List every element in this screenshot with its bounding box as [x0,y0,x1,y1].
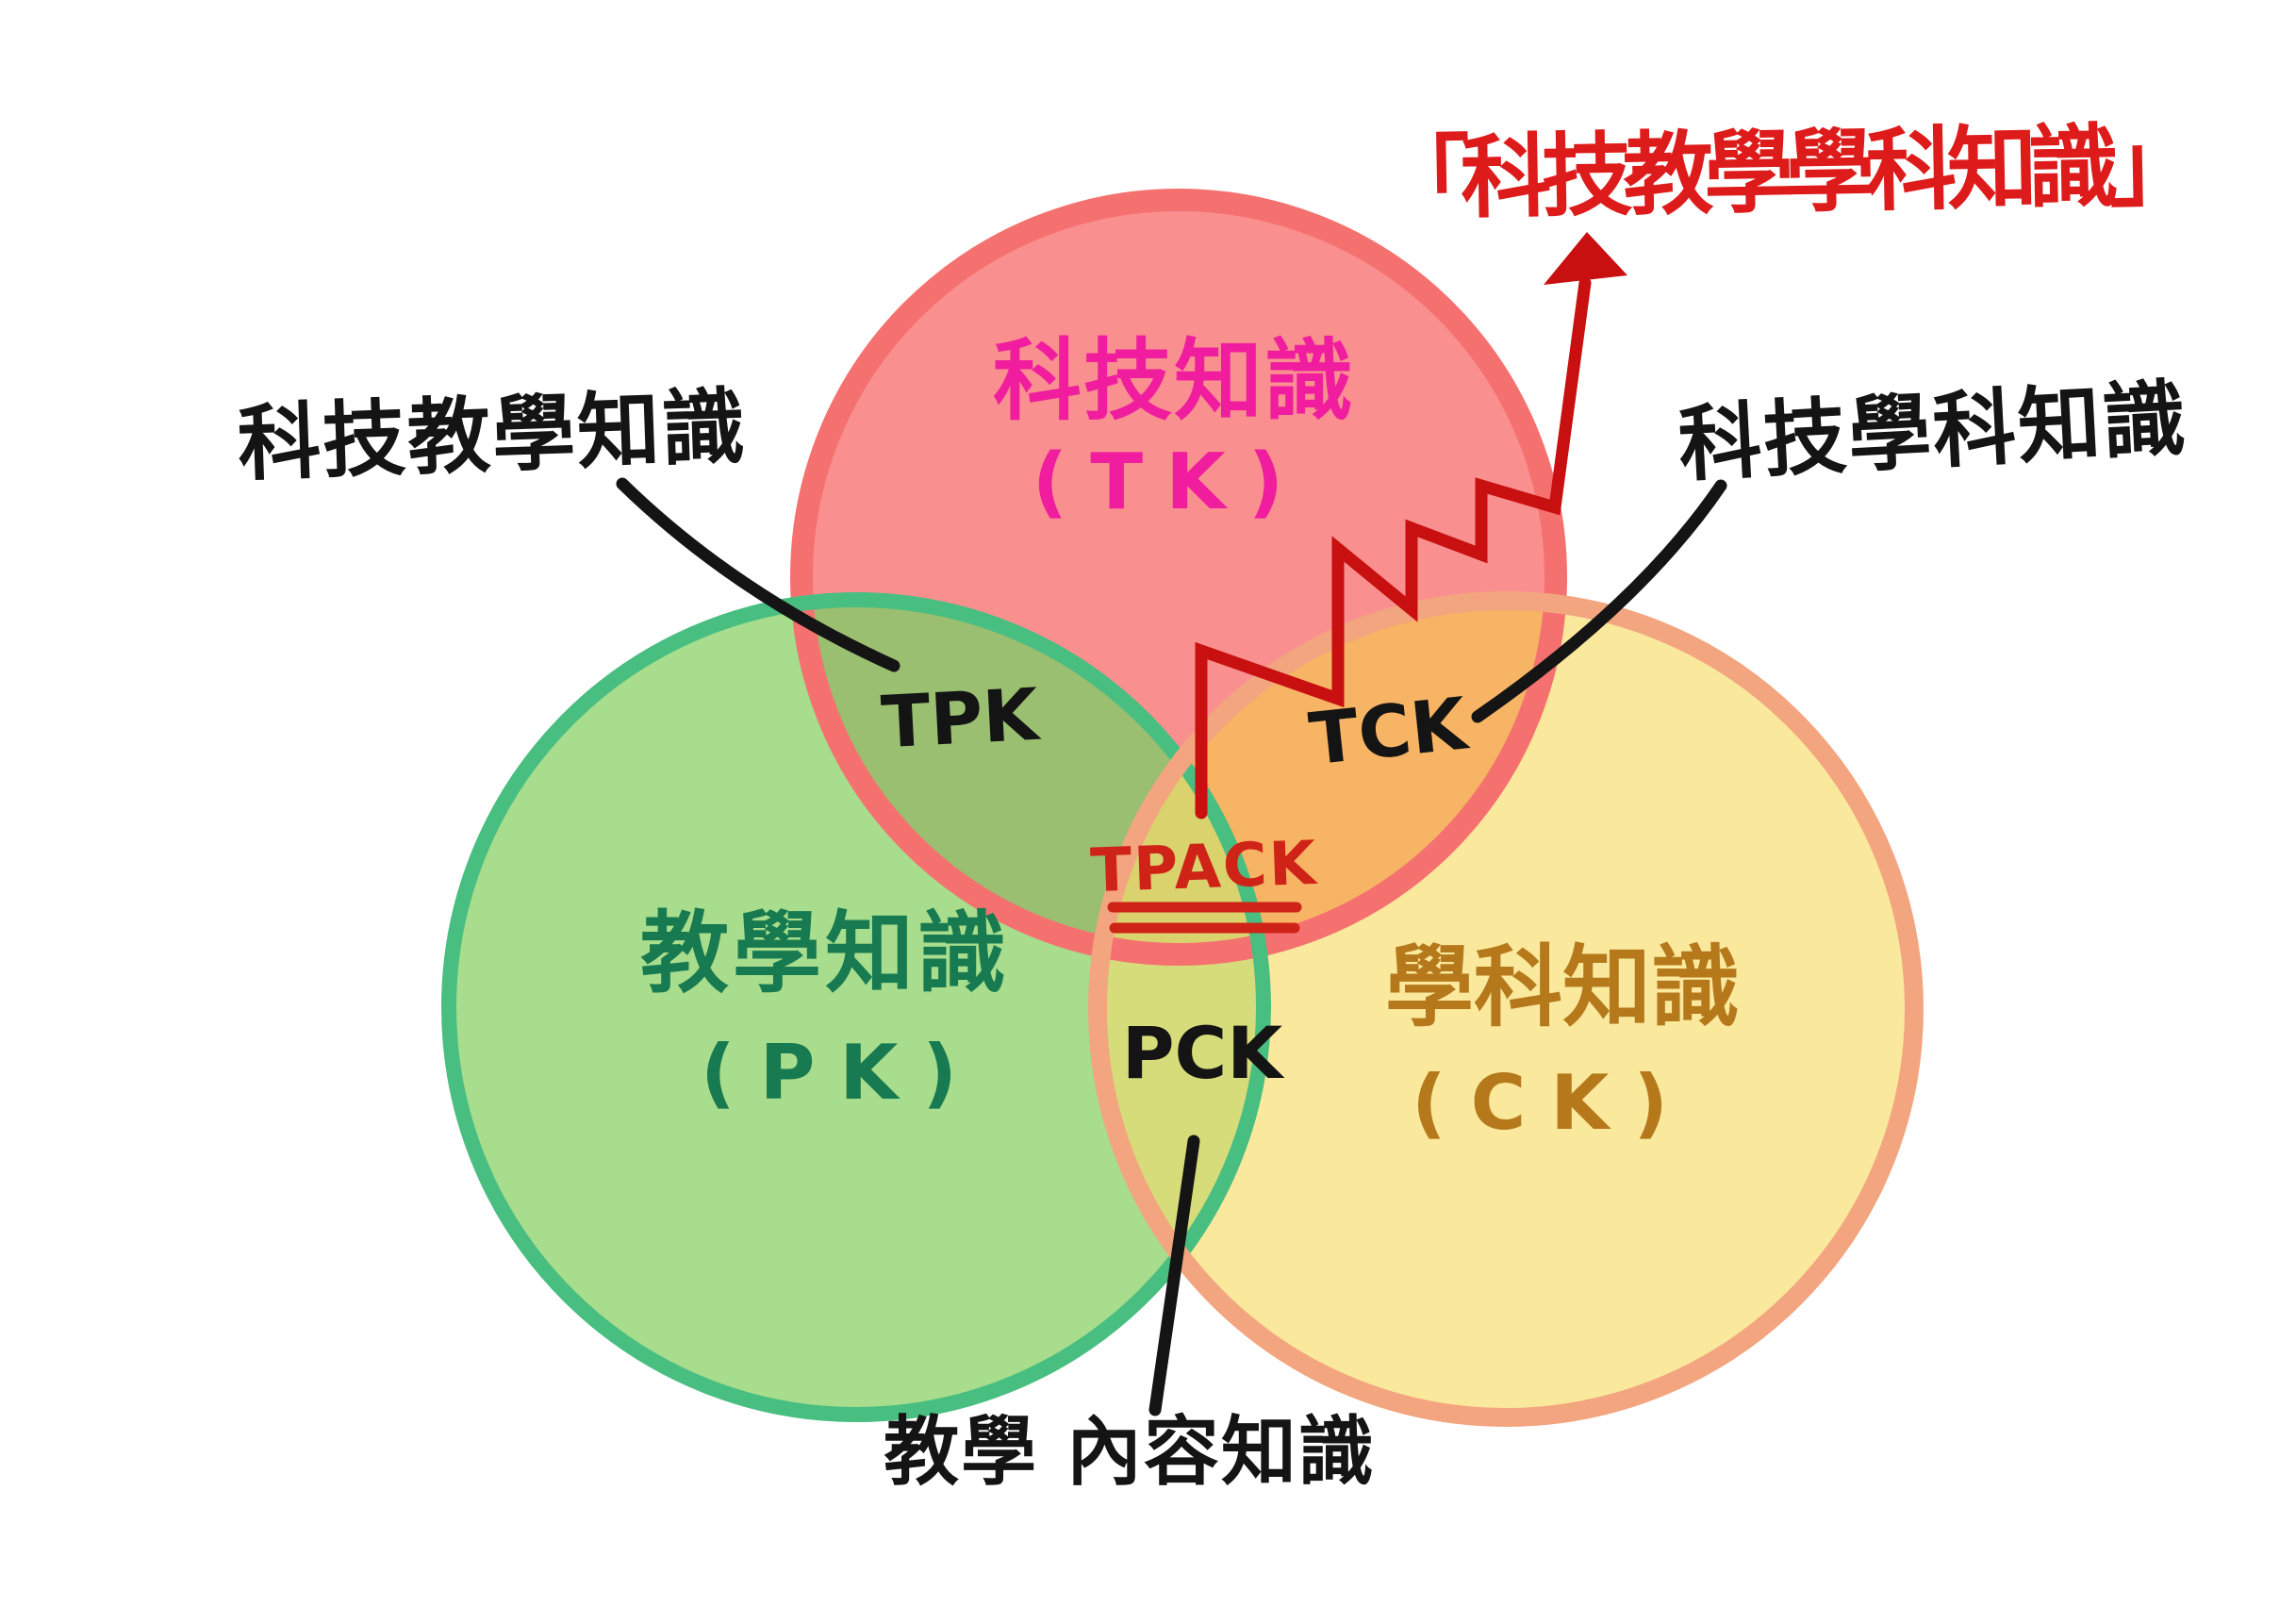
tk-circle-outline [790,189,1567,966]
tck-region [1098,601,1556,954]
tpack-overlap-label: TPACK [1089,828,1319,907]
pk-circle-abbr: (PK) [701,1029,982,1117]
tpk-region [801,600,1264,954]
tk-circle-name: 科技知識 [992,330,1356,433]
tpk-annotation-line [616,477,900,672]
pck-annotation-line [1148,1134,1200,1416]
ck-circle-abbr: (CK) [1412,1059,1693,1147]
pk-circle-outline [441,592,1271,1422]
tpk-overlap-label: TPK [879,671,1041,765]
arrowhead-icon [1544,232,1627,285]
arrow-title: 「科技教學學科知識」 [1379,112,2191,233]
pck-overlap-label: PCK [1121,1011,1283,1095]
tpk-annotation-text: 科技教學知識 [236,377,749,493]
tpack-zigzag-arrow [1195,276,1592,820]
pk-circle-name: 教學知識 [639,903,1011,1005]
ck-circle-outline [1088,591,1924,1427]
tck-annotation-line [1471,479,1727,723]
tck-annotation-text: 科技學科知識 [1676,369,2190,494]
tck-overlap-label: TCK [1305,681,1471,782]
ck-circle-name: 學科知識 [1384,936,1741,1039]
pck-annotation-text: 教學 內容知識 [884,1408,1376,1496]
tk-circle-abbr: (TK) [1032,438,1307,527]
